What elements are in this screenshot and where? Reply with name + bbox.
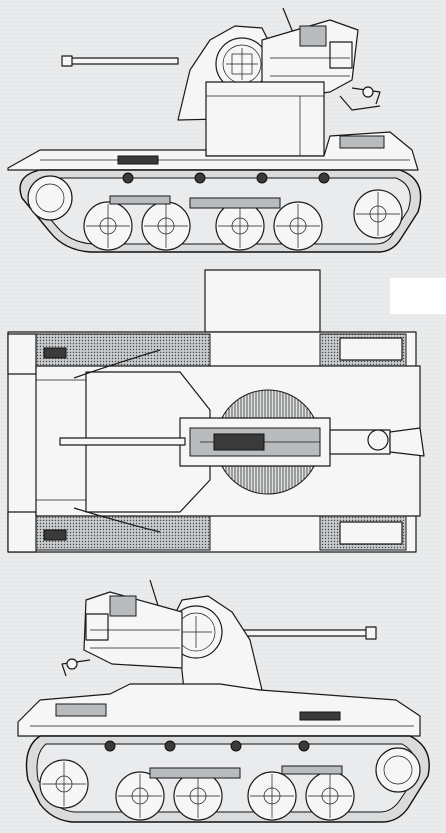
gun-mount-top <box>179 389 331 495</box>
gun-mount-mechanism-right <box>61 591 183 677</box>
gun-mount-mechanism <box>261 19 381 111</box>
blank-label-box <box>390 278 446 314</box>
gun-barrel <box>61 55 179 67</box>
idler-wheel <box>27 175 73 221</box>
side-view-left <box>7 7 422 253</box>
barrel-top <box>59 437 186 446</box>
shield-plate-top <box>204 269 321 333</box>
ring-sight <box>215 37 269 91</box>
road-wheels-left <box>83 189 403 251</box>
rear-ammo-arm <box>329 427 425 457</box>
gun-barrel-right <box>239 629 371 637</box>
side-view-right <box>17 579 430 823</box>
superstructure <box>205 81 325 157</box>
road-wheels-right <box>39 747 421 821</box>
top-view <box>7 269 425 553</box>
